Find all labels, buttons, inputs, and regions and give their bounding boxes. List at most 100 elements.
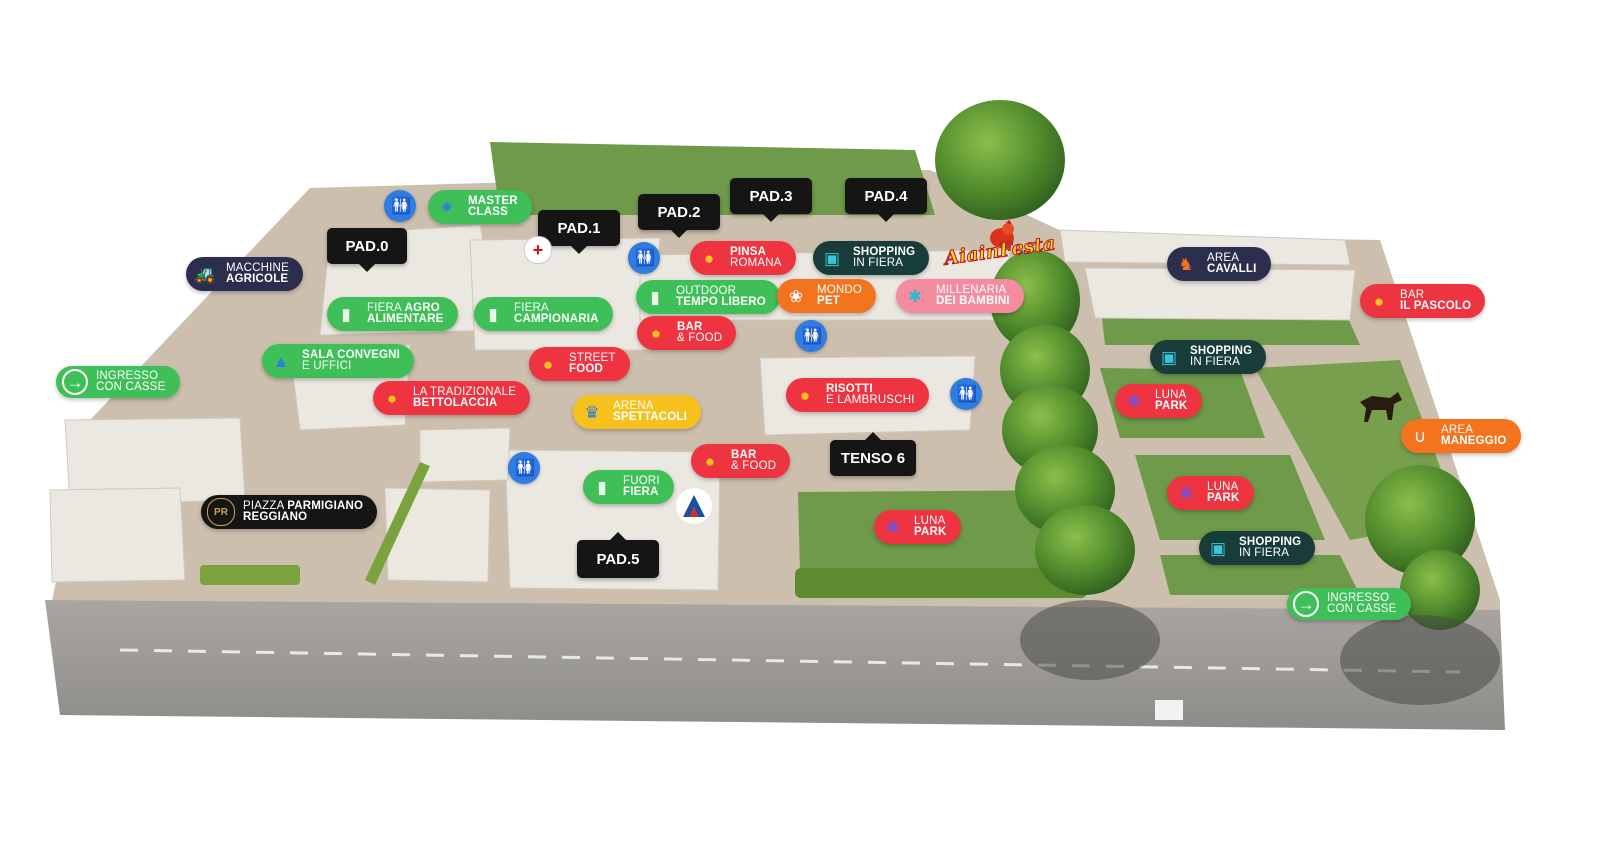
restroom-icon[interactable]: 🚻 (384, 190, 416, 222)
label-line1: PIAZZA (243, 500, 284, 512)
food-icon: ● (650, 323, 662, 343)
pavilion-pad4[interactable]: PAD.4 (845, 178, 927, 222)
label-line2: ALIMENTARE (367, 313, 444, 325)
label-line1: FIERA (367, 302, 402, 314)
ferris-wheel-icon: ✺ (1178, 483, 1194, 503)
hedge-diagonal (365, 462, 430, 585)
label-line2: MANEGGIO (1441, 435, 1507, 447)
people-icon: ▲ (272, 351, 290, 371)
main-road (45, 600, 1505, 730)
road-crossing (1155, 700, 1183, 720)
label-line1: STREET (569, 352, 616, 364)
label-line1: AREA (1441, 424, 1474, 436)
label-line1: SALA CONVEGNI (302, 349, 401, 361)
pavilion-pad2[interactable]: PAD.2 (638, 194, 720, 238)
pavilion-label: PAD.0 (345, 237, 389, 255)
label-line2: IN FIERA (1239, 547, 1290, 559)
label-line2: FOOD (569, 363, 604, 375)
restroom-icon[interactable]: 🚻 (795, 320, 827, 352)
label-line1: MONDO (817, 284, 863, 296)
shopping-icon: ▣ (1209, 538, 1227, 558)
fuel-station-icon[interactable] (676, 488, 712, 524)
label-line2: PARK (1155, 400, 1188, 412)
pavilion-pad1[interactable]: PAD.1 (538, 210, 620, 254)
food-icon: ● (799, 385, 811, 405)
audience-icon: ♛ (584, 402, 600, 422)
tree-shadows (1020, 600, 1500, 705)
food-icon: ● (703, 248, 715, 268)
label-line2: CAMPIONARIA (514, 313, 599, 325)
restroom-icon[interactable]: 🚻 (628, 242, 660, 274)
food-icon: ● (386, 388, 398, 408)
pavilion-pad0[interactable]: PAD.0 (327, 228, 407, 272)
label-line2: IL PASCOLO (1400, 300, 1472, 312)
paw-icon: ❀ (788, 286, 804, 306)
label-line1: LUNA (1207, 481, 1239, 493)
restroom-icon[interactable]: 🚻 (950, 378, 982, 410)
label-line1: MACCHINE (226, 262, 289, 274)
horse-silhouette (1360, 392, 1402, 422)
bar-food-label-2[interactable]: ● BAR& FOOD (691, 444, 791, 478)
label-line1: ARENA (613, 400, 654, 412)
label-line2: SPETTACOLI (613, 411, 687, 423)
label-line2: BETTOLACCIA (413, 397, 498, 409)
label-line2: ROMANA (730, 257, 782, 269)
label-line1: OUTDOOR (676, 285, 737, 297)
pavilion-pad5[interactable]: PAD.5 (577, 532, 659, 578)
label-line1: SHOPPING (1239, 536, 1302, 548)
ferris-wheel-icon: ✺ (1126, 391, 1142, 411)
label-line1: RISOTTI (826, 383, 873, 395)
gear-icon: ✷ (439, 197, 455, 217)
red-cross-icon[interactable]: + (524, 236, 552, 264)
horse-icon: ♞ (1178, 254, 1194, 274)
restroom-icon[interactable]: 🚻 (508, 452, 540, 484)
label-line2: & FOOD (677, 332, 723, 344)
pr-logo-icon: PR (207, 498, 235, 526)
label-line1: BAR (1400, 289, 1425, 301)
pavilion-label: PAD.3 (749, 187, 793, 205)
label-line1: FIERA (514, 302, 549, 314)
hedge-center (795, 568, 1087, 598)
label-line2: CON CASSE (96, 381, 166, 393)
label-line1: BAR (731, 449, 757, 461)
entrance-arrow-icon: → (1293, 591, 1319, 617)
label-line2: CON CASSE (1327, 603, 1397, 615)
pavilion-pad3[interactable]: PAD.3 (730, 178, 812, 222)
aiainfesta-logo: AiainFesta (943, 220, 1062, 278)
label-line1: FUORI (623, 475, 660, 487)
food-icon: ● (1373, 291, 1385, 311)
label-line1: INGRESSO (96, 370, 159, 382)
label-line2: CLASS (468, 206, 508, 218)
bar-food-label-1[interactable]: ● BAR& FOOD (637, 316, 737, 350)
pavilion-tenso6[interactable]: TENSO 6 (830, 432, 916, 476)
label-line1: MASTER (468, 195, 518, 207)
tractor-icon: 🚜 (194, 264, 216, 284)
label-line2: PET (817, 295, 840, 307)
